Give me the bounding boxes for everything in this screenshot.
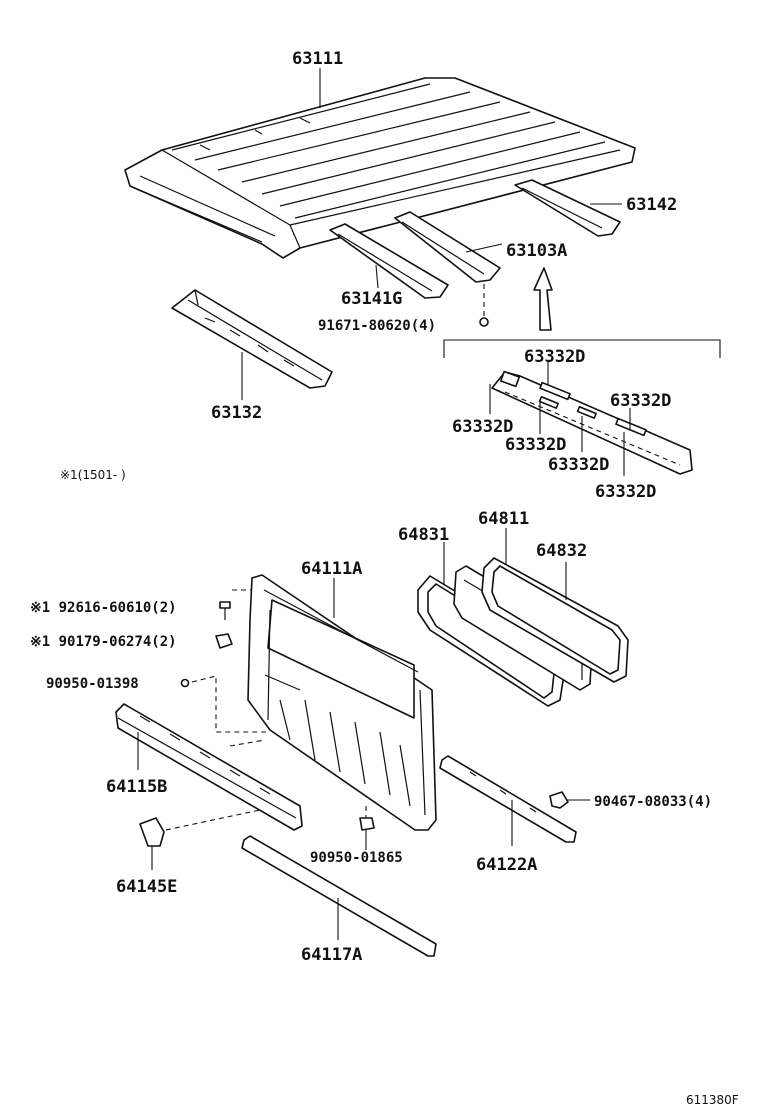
label-63332D-top: 63332D bbox=[524, 347, 585, 367]
label-63142: 63142 bbox=[626, 195, 677, 215]
weatherstrip-icon[interactable] bbox=[481, 557, 629, 683]
label-63332D-l1: 63332D bbox=[452, 417, 513, 437]
sill-plate-icon[interactable] bbox=[241, 835, 437, 957]
label-63141G: 63141G bbox=[341, 289, 402, 309]
label-63332D-r2: 63332D bbox=[595, 482, 656, 502]
label-90467: 90467-08033(4) bbox=[594, 794, 712, 810]
label-63132: 63132 bbox=[211, 403, 262, 423]
nut-icon[interactable] bbox=[215, 633, 233, 649]
label-64117A: 64117A bbox=[301, 945, 362, 965]
label-64145E: 64145E bbox=[116, 877, 177, 897]
label-92616: ※1 92616-60610(2) bbox=[30, 600, 177, 616]
reinforcement-icon[interactable] bbox=[439, 755, 577, 843]
label-64122A: 64122A bbox=[476, 855, 537, 875]
roof-panel-icon[interactable] bbox=[124, 77, 636, 259]
roof-bow-icon[interactable] bbox=[329, 223, 449, 299]
label-64811: 64811 bbox=[478, 509, 529, 529]
bolt-icon[interactable] bbox=[479, 317, 489, 327]
clip-icon[interactable] bbox=[180, 678, 190, 688]
label-64831: 64831 bbox=[398, 525, 449, 545]
back-panel-icon[interactable] bbox=[247, 574, 437, 831]
label-64111A: 64111A bbox=[301, 559, 362, 579]
clip-icon[interactable] bbox=[549, 791, 569, 809]
label-63332D-r1: 63332D bbox=[610, 391, 671, 411]
label-64115B: 64115B bbox=[106, 777, 167, 797]
label-90179: ※1 90179-06274(2) bbox=[30, 634, 177, 650]
label-91671: 91671-80620(4) bbox=[318, 318, 436, 334]
label-90950-01865: 90950-01865 bbox=[310, 850, 403, 866]
label-90950-01398: 90950-01398 bbox=[46, 676, 139, 692]
label-63332D-m: 63332D bbox=[548, 455, 609, 475]
roof-bow-icon[interactable] bbox=[394, 211, 501, 283]
reinforcement-icon[interactable] bbox=[115, 703, 303, 831]
roof-bow-icon[interactable] bbox=[514, 179, 621, 237]
note-text: ※1(1501- ) bbox=[60, 468, 126, 482]
bracket-icon[interactable] bbox=[139, 817, 165, 847]
label-63332D-l2: 63332D bbox=[505, 435, 566, 455]
label-63111: 63111 bbox=[292, 49, 343, 69]
header-rail-icon[interactable] bbox=[171, 289, 333, 389]
arrow-icon bbox=[533, 267, 553, 331]
label-63103A: 63103A bbox=[506, 241, 567, 261]
label-64832: 64832 bbox=[536, 541, 587, 561]
clip-icon[interactable] bbox=[359, 817, 375, 831]
diagram-id: 611380F bbox=[686, 1093, 739, 1107]
bolt-icon[interactable] bbox=[219, 601, 231, 620]
